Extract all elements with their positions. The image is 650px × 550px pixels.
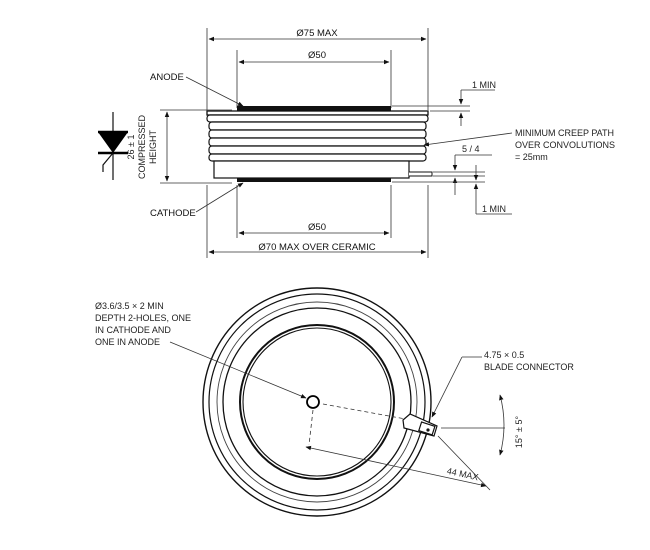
height-label-1: 26 ± 1	[126, 135, 136, 160]
dimension-height: 26 ± 1 COMPRESSED HEIGHT	[126, 109, 232, 184]
dimension-angle: 15° ± 5°	[441, 394, 524, 456]
label-cathode: CATHODE	[150, 208, 196, 219]
dim-inner-bottom-label: Ø50	[308, 222, 326, 233]
height-label-2: COMPRESSED	[137, 114, 147, 179]
dim-side-label: 5 / 4	[462, 144, 480, 154]
dim-inner-top-label: Ø50	[308, 50, 326, 61]
top-view: Ø3.6/3.5 × 2 MIN DEPTH 2-HOLES, ONE IN C…	[95, 287, 574, 517]
blade-label-1: 4.75 × 0.5	[484, 350, 524, 360]
creep-label-3: = 25mm	[515, 152, 548, 162]
dimension-diameter-75: Ø75 MAX	[206, 28, 429, 110]
hole-label-1: Ø3.6/3.5 × 2 MIN	[95, 301, 164, 311]
hole-label-4: ONE IN ANODE	[95, 337, 160, 347]
thyristor-symbol-icon	[98, 112, 128, 180]
dim-one-min-top-label: 1 MIN	[472, 80, 496, 90]
height-label-3: HEIGHT	[148, 130, 158, 165]
hole-label-3: IN CATHODE AND	[95, 325, 171, 335]
blade-connector	[402, 413, 438, 437]
creep-path-note: MINIMUM CREEP PATH OVER CONVOLUTIONS = 2…	[423, 128, 615, 162]
device-body	[206, 106, 433, 182]
cathode-leader: CATHODE	[150, 182, 244, 219]
blade-label-2: BLADE CONNECTOR	[484, 362, 574, 372]
dimension-five-four: 5 / 4	[433, 144, 492, 195]
dim-angle-label: 15° ± 5°	[514, 416, 524, 449]
creep-label-2: OVER CONVOLUTIONS	[515, 140, 615, 150]
dimension-one-min-top: 1 MIN	[392, 80, 496, 126]
dimension-one-min-bottom: 1 MIN	[392, 165, 512, 215]
hole-label-2: DEPTH 2-HOLES, ONE	[95, 313, 191, 323]
dim-bottom-label: Ø70 MAX OVER CERAMIC	[258, 242, 375, 253]
anode-leader: ANODE	[150, 72, 244, 107]
center-hole	[306, 395, 412, 446]
blade-note: 4.75 × 0.5 BLADE CONNECTOR	[431, 350, 574, 418]
creep-label-1: MINIMUM CREEP PATH	[515, 128, 614, 138]
dimension-diameter-50-bottom: Ø50	[236, 185, 392, 238]
dim-top-label: Ø75 MAX	[296, 28, 338, 39]
dimension-diameter-70: Ø70 MAX OVER CERAMIC	[206, 185, 429, 258]
dimension-diameter-50-top: Ø50	[236, 50, 392, 108]
outer-rings	[202, 287, 432, 517]
side-view: Ø75 MAX Ø50	[98, 28, 615, 258]
label-anode: ANODE	[150, 72, 184, 83]
hole-note: Ø3.6/3.5 × 2 MIN DEPTH 2-HOLES, ONE IN C…	[95, 301, 307, 399]
dim-one-min-bottom-label: 1 MIN	[482, 204, 506, 214]
dim-length-label: 44 MAX	[446, 466, 479, 482]
